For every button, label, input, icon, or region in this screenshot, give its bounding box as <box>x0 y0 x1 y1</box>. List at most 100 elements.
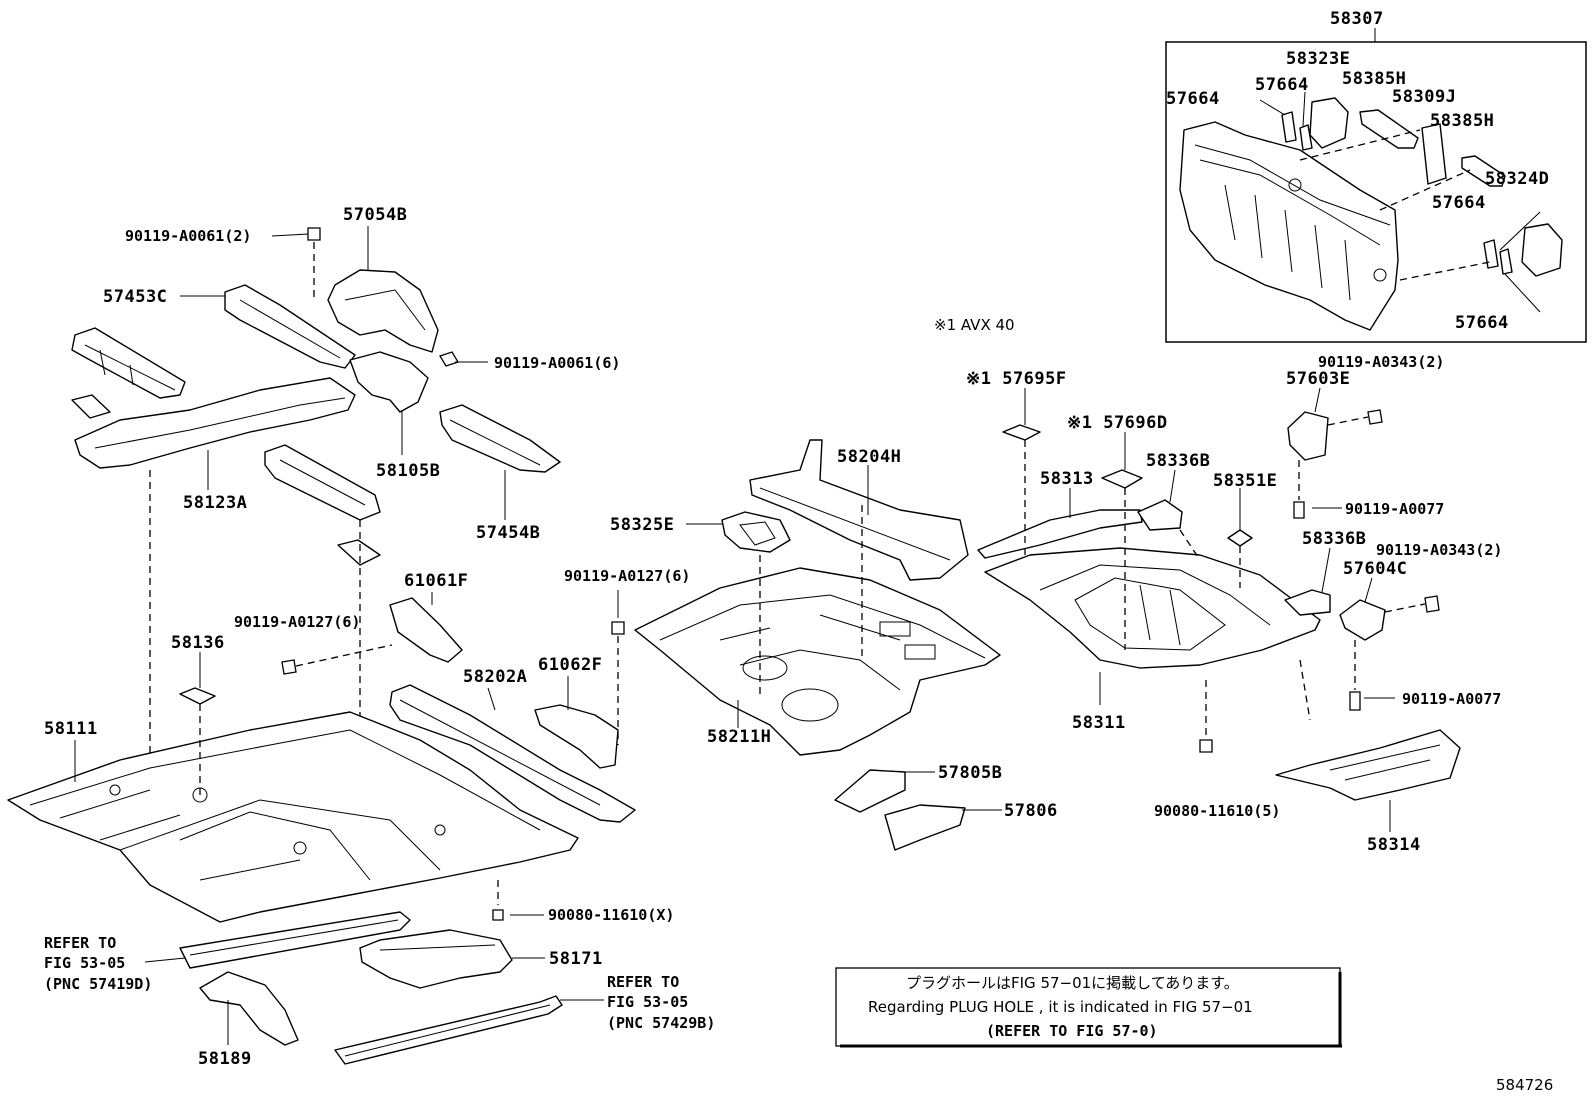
bracket-58351E <box>1227 529 1253 547</box>
note-line-japanese: プラグホールはFIG 57−01に掲載してあります。 <box>906 974 1239 992</box>
seal-57695F <box>1002 424 1041 441</box>
label-58111: 58111 <box>44 719 98 739</box>
front-floor-panel-58111 <box>7 711 579 923</box>
seal-58325E <box>721 511 791 553</box>
label-57664-b: 57664 <box>1255 75 1309 95</box>
label-57454B: 57454B <box>476 523 540 543</box>
label-58314: 58314 <box>1367 835 1421 855</box>
label-57604C: 57604C <box>1343 559 1407 579</box>
label-90119-A0061-2: 90119-A0061(2) <box>125 227 251 245</box>
rear-floor-58211H <box>634 567 1001 756</box>
label-refer-left-1: REFER TO <box>44 934 116 952</box>
bracket-57664-c <box>1483 239 1499 269</box>
label-90119-A0343-2-upper: 90119-A0343(2) <box>1318 353 1444 371</box>
rear-pan-group <box>977 387 1461 832</box>
label-refer-right-2: FIG 53-05 <box>607 993 688 1011</box>
label-58323E: 58323E <box>1286 49 1350 69</box>
label-refer-left-2: FIG 53-05 <box>44 954 125 972</box>
member-57454B <box>439 404 561 473</box>
note-line-refer: (REFER TO FIG 57-0) <box>986 1022 1158 1040</box>
label-57805B: 57805B <box>938 763 1002 783</box>
mount-58323E <box>1309 97 1349 149</box>
reinforce-58189 <box>199 971 299 1046</box>
bracket-57805B <box>834 769 906 813</box>
bracket-58336B-lower <box>1284 589 1331 616</box>
label-58325E: 58325E <box>610 515 674 535</box>
label-avx-note: ※1 AVX 40 <box>934 316 1015 334</box>
label-90080-11610-X: 90080-11610(X) <box>548 906 674 924</box>
label-57664-a: 57664 <box>1166 89 1220 109</box>
label-90119-A0127-6-left: 90119-A0127(6) <box>234 613 360 631</box>
tunnel-brace-57054B <box>327 269 439 353</box>
bolt-90119-A0077-upper <box>1293 501 1305 519</box>
bracket-57664-d <box>1499 248 1513 275</box>
bolt-90119-A0343-upper <box>1367 409 1383 425</box>
mount-58324D <box>1521 223 1563 277</box>
label-57664-c: 57664 <box>1432 193 1486 213</box>
label-57696D: ※1 57696D <box>1067 413 1168 433</box>
bracket-58105B <box>349 351 429 413</box>
label-58336B-upper: 58336B <box>1146 451 1210 471</box>
bracket-57604C <box>1339 599 1386 641</box>
front-floor-members-group <box>71 226 561 870</box>
label-58324D: 58324D <box>1485 169 1549 189</box>
label-58189: 58189 <box>198 1049 252 1069</box>
rear-floor-center-group <box>634 439 1002 851</box>
label-57054B: 57054B <box>343 205 407 225</box>
plate-58309J <box>1421 123 1447 185</box>
label-90119-A0077-lower: 90119-A0077 <box>1402 690 1501 708</box>
small-bracket-center <box>337 539 381 566</box>
label-90119-A0127-6-right: 90119-A0127(6) <box>564 567 690 585</box>
label-58309J: 58309J <box>1392 87 1456 107</box>
label-refer-left-3: (PNC 57419D) <box>44 975 152 993</box>
sill-57419D <box>179 911 411 969</box>
member-58313 <box>977 509 1143 559</box>
bracket-57664-b <box>1299 124 1313 151</box>
label-58385H-a: 58385H <box>1342 69 1406 89</box>
bolt-90119-A0061-6 <box>439 351 459 367</box>
label-58307: 58307 <box>1330 9 1384 29</box>
bracket-61061F <box>389 597 463 663</box>
label-58311: 58311 <box>1072 713 1126 733</box>
label-57695F: ※1 57695F <box>966 369 1067 389</box>
bracket-57664-a <box>1281 111 1297 143</box>
seal-57696D <box>1101 469 1143 489</box>
label-58123A: 58123A <box>183 493 247 513</box>
label-58136: 58136 <box>171 633 225 653</box>
labels-group: 58307 58323E 57664 57664 58385H 58309J 5… <box>44 9 1553 1094</box>
bracket-58171 <box>359 929 513 989</box>
spare-pan-58311 <box>984 547 1321 669</box>
bracket-57603E <box>1287 411 1329 461</box>
label-57603E: 57603E <box>1286 369 1350 389</box>
label-57453C: 57453C <box>103 287 167 307</box>
label-58385H-b: 58385H <box>1430 111 1494 131</box>
label-57806: 57806 <box>1004 801 1058 821</box>
bolt-90080-11610-5 <box>1199 739 1213 753</box>
label-57664-d: 57664 <box>1455 313 1509 333</box>
bolt-90119-A0061-2 <box>307 227 321 241</box>
label-58313: 58313 <box>1040 469 1094 489</box>
label-61062F: 61062F <box>538 655 602 675</box>
crossmember-58204H <box>749 439 969 581</box>
label-58336B-lower: 58336B <box>1302 529 1366 549</box>
label-refer-right-1: REFER TO <box>607 973 679 991</box>
label-90119-A0343-2-lower: 90119-A0343(2) <box>1376 541 1502 559</box>
label-58204H: 58204H <box>837 447 901 467</box>
bolt-90119-A0343-lower <box>1424 595 1440 613</box>
label-figure-number: 584726 <box>1496 1076 1553 1094</box>
bolt-90119-A0127-left <box>281 659 297 675</box>
rocker-58202A <box>389 684 636 823</box>
bracket-61062F <box>534 704 619 769</box>
front-floor-group <box>7 590 636 923</box>
member-57453C <box>224 284 356 369</box>
label-90119-A0077-upper: 90119-A0077 <box>1345 500 1444 518</box>
label-90080-11610-5: 90080-11610(5) <box>1154 802 1280 820</box>
plate-58385H-a <box>1359 109 1419 149</box>
plug-hole-note: プラグホールはFIG 57−01に掲載してあります。 Regarding PLU… <box>835 967 1342 1048</box>
inset-box <box>1165 41 1587 343</box>
rocker-reinforce-group <box>144 911 604 1065</box>
small-bracket-left <box>71 394 111 419</box>
label-58211H: 58211H <box>707 727 771 747</box>
bracket-57806 <box>884 804 966 851</box>
label-58351E: 58351E <box>1213 471 1277 491</box>
